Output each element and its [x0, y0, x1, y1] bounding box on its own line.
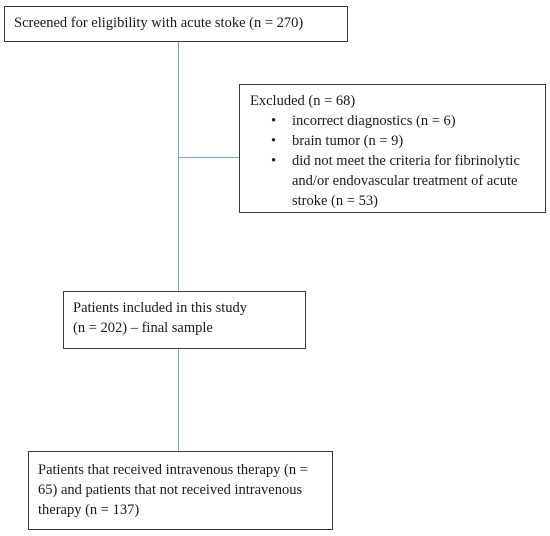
screened-box: Screened for eligibility with acute stok… — [4, 6, 348, 42]
screened-text: Screened for eligibility with acute stok… — [14, 15, 304, 31]
excluded-heading: Excluded (n = 68) — [250, 93, 356, 109]
excluded-reasons-list: incorrect diagnostics (n = 6) brain tumo… — [250, 111, 535, 211]
connector-to-excluded — [178, 157, 239, 159]
excluded-reason-item: did not meet the criteria for fibrinolyt… — [271, 151, 535, 211]
excluded-reason-item: incorrect diagnostics (n = 6) — [271, 111, 535, 131]
included-text-line-1: Patients included in this study — [73, 300, 247, 316]
connector-screened-to-included — [178, 42, 180, 291]
included-box: Patients included in this study (n = 202… — [63, 291, 306, 349]
excluded-reason-item: brain tumor (n = 9) — [271, 131, 535, 151]
connector-included-to-therapy — [178, 349, 180, 451]
excluded-box: Excluded (n = 68) incorrect diagnostics … — [239, 84, 546, 213]
included-text-line-2: (n = 202) – final sample — [73, 320, 213, 336]
therapy-box: Patients that received intravenous thera… — [28, 451, 333, 530]
therapy-text: Patients that received intravenous thera… — [38, 462, 308, 518]
